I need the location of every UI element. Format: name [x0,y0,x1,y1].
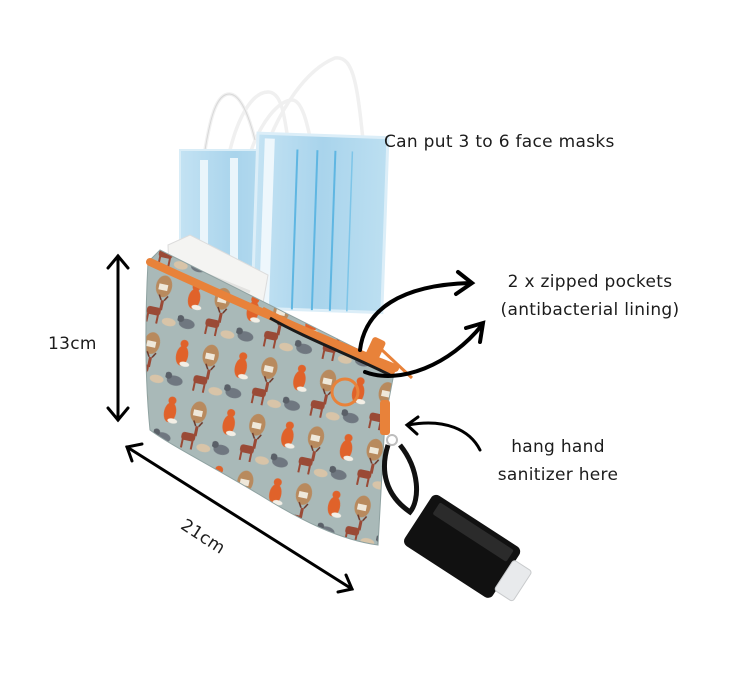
height-dimension-label: 13cm [48,334,97,354]
zipper-pouch [145,249,414,546]
sanitizer-label-line1: hang hand [511,437,605,457]
masks-capacity-label: Can put 3 to 6 face masks [384,132,615,152]
dimension-arrow-height [106,253,130,423]
face-masks [179,131,390,315]
pockets-arrows [358,270,486,378]
pockets-label-line1: 2 x zipped pockets [507,272,673,292]
pockets-label-line2: (antibacterial lining) [500,300,680,320]
sanitizer-bottle [382,434,532,602]
sanitizer-label-line2: sanitizer here [497,465,619,485]
dimension-arrow-width [125,442,355,594]
sanitizer-arrow [404,415,482,452]
mask-ear-loops [203,56,367,161]
zipper-ring [330,377,360,407]
